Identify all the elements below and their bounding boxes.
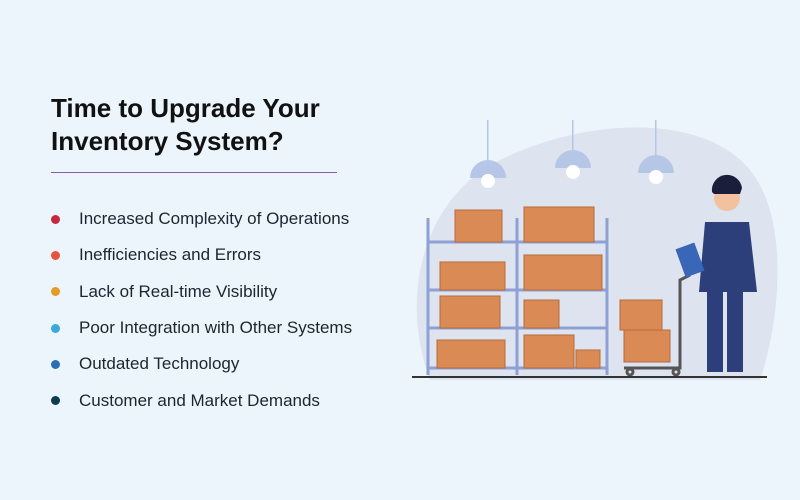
list-item: Customer and Market Demands <box>51 382 352 418</box>
list-item: Poor Integration with Other Systems <box>51 310 352 346</box>
lamp-icons <box>470 120 674 188</box>
divider <box>51 172 337 173</box>
reason-list: Increased Complexity of Operations Ineff… <box>51 201 352 419</box>
item-label: Increased Complexity of Operations <box>79 209 350 229</box>
bullet-icon <box>51 323 60 333</box>
title-line-2: Inventory System? <box>51 126 284 156</box>
trolley <box>624 273 691 377</box>
bullet-icon <box>51 359 60 369</box>
item-label: Inefficiencies and Errors <box>79 245 262 265</box>
bullet-icon <box>51 250 60 260</box>
list-item: Lack of Real-time Visibility <box>51 274 352 310</box>
bullet-icon <box>51 396 60 406</box>
item-label: Poor Integration with Other Systems <box>79 318 353 338</box>
warehouse-illustration <box>412 120 778 380</box>
list-item: Inefficiencies and Errors <box>51 237 352 273</box>
title-line-1: Time to Upgrade Your <box>51 93 320 123</box>
item-label: Customer and Market Demands <box>79 390 320 410</box>
item-label: Lack of Real-time Visibility <box>79 281 278 301</box>
worker-figure <box>675 174 757 372</box>
list-item: Increased Complexity of Operations <box>51 201 352 237</box>
list-item: Outdated Technology <box>51 346 352 382</box>
bullet-icon <box>51 287 60 297</box>
item-label: Outdated Technology <box>79 354 240 374</box>
bullet-icon <box>51 214 60 224</box>
boxes <box>436 206 671 369</box>
